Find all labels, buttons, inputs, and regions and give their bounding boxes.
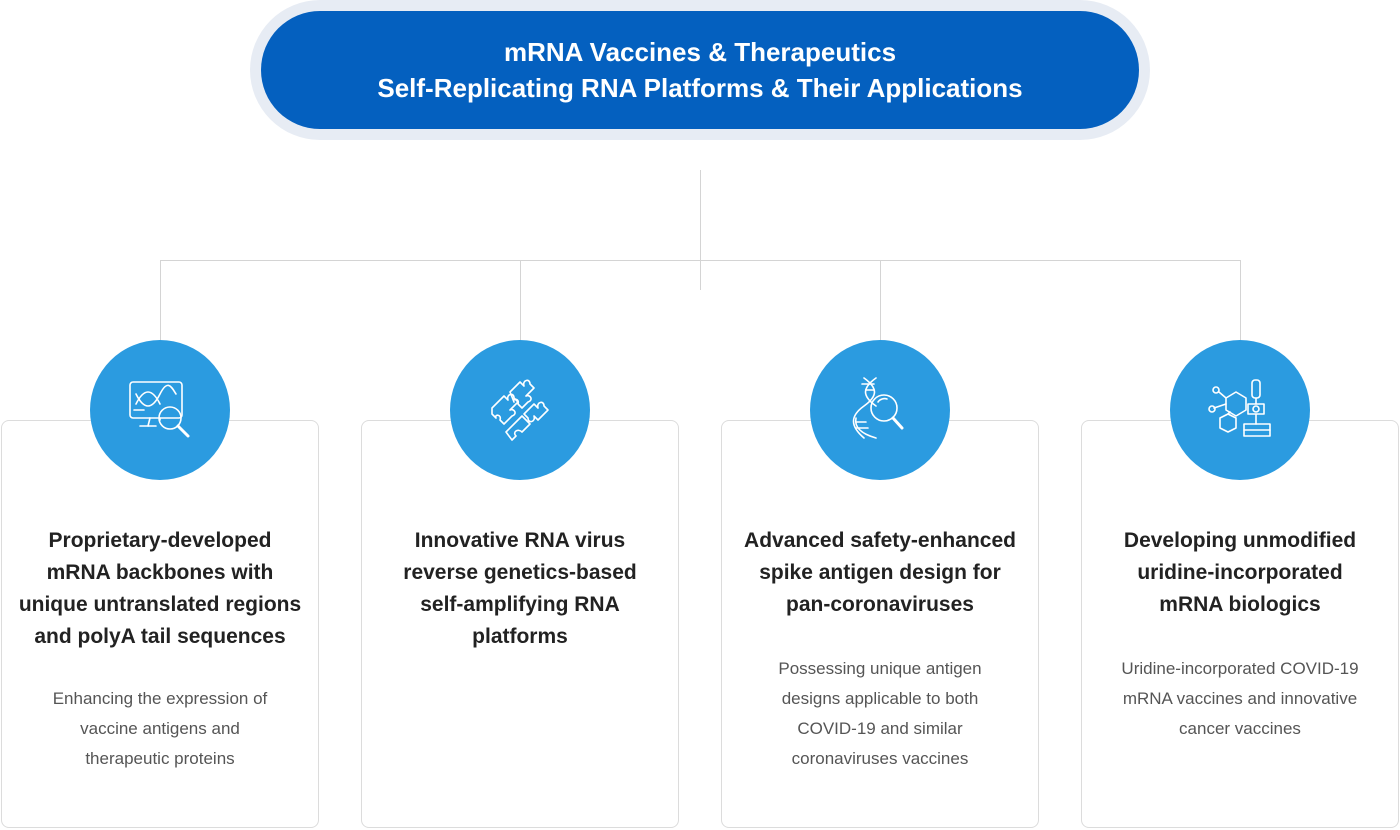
card-title-line: uridine-incorporated [1137,561,1343,584]
card-title-line: Proprietary-developed [48,529,272,552]
card-title-line: Innovative RNA virus [414,529,626,552]
card-title-line: reverse genetics-based [403,561,637,584]
header-title-line-2: Self-Replicating RNA Platforms & Their A… [377,73,1023,103]
card-title-line: spike antigen design for [759,561,1001,584]
card-title: Innovative RNA virus reverse genetics-ba… [372,525,668,653]
molecule-microscope-icon [1170,340,1310,480]
card-title-line: self-amplifying RNA [420,593,620,616]
card-rna-virus-platforms: Innovative RNA virus reverse genetics-ba… [361,420,679,828]
card-title-line: Advanced safety-enhanced [744,529,1016,552]
card-title-line: platforms [472,625,568,648]
monitor-dna-search-icon [90,340,230,480]
card-title-line: mRNA backbones with [46,561,274,584]
card-spike-antigen: Advanced safety-enhanced spike antigen d… [721,420,1039,828]
card-desc-line: mRNA vaccines and innovative [1122,689,1358,708]
card-desc-line: Possessing unique antigen [778,659,982,678]
card-desc-line: cancer vaccines [1179,719,1301,738]
card-desc-line: Enhancing the expression of [52,689,268,708]
card-title-line: mRNA biologics [1159,593,1321,616]
card-title-line: pan-coronaviruses [786,593,974,616]
card-desc-line: COVID-19 and similar [797,719,963,738]
card-desc-line: coronaviruses vaccines [791,749,969,768]
card-title-line: Developing unmodified [1123,529,1357,552]
card-description: Enhancing the expression of vaccine anti… [22,684,298,774]
card-mrna-backbones: Proprietary-developed mRNA backbones wit… [1,420,319,828]
card-desc-line: Uridine-incorporated COVID-19 [1121,659,1359,678]
card-desc-line: therapeutic proteins [85,749,235,768]
header-title-line-1: mRNA Vaccines & Therapeutics [503,37,897,67]
card-title: Advanced safety-enhanced spike antigen d… [732,525,1028,621]
card-title-line: unique untranslated regions [18,593,302,616]
puzzle-icon [450,340,590,480]
card-uridine-mrna: Developing unmodified uridine-incorporat… [1081,420,1399,828]
card-desc-line: vaccine antigens and [80,719,240,738]
header-pill: mRNA Vaccines & Therapeutics Self-Replic… [261,11,1139,129]
card-desc-line: designs applicable to both [781,689,979,708]
dna-magnifier-icon [810,340,950,480]
card-title: Developing unmodified uridine-incorporat… [1092,525,1388,621]
card-title-line: and polyA tail sequences [34,625,286,648]
card-title: Proprietary-developed mRNA backbones wit… [12,525,308,653]
card-description: Uridine-incorporated COVID-19 mRNA vacci… [1102,654,1378,744]
card-description: Possessing unique antigen designs applic… [742,654,1018,774]
